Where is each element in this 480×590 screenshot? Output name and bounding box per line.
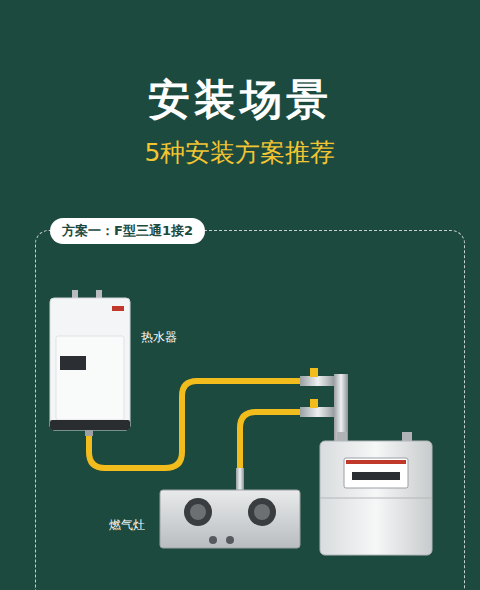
- diagram-title: 安装场景: [0, 72, 480, 128]
- scheme-tab: 方案一：F型三通1接2: [50, 218, 205, 244]
- water-heater: 热水器: [51, 299, 131, 431]
- subtitle: 5种安装方案推荐: [0, 136, 480, 169]
- device-label: 燃气灶: [109, 517, 145, 534]
- scheme-panel: 方案一：F型三通1接2热水器燃气灶: [35, 230, 465, 590]
- gas-stove: 燃气灶: [161, 491, 301, 549]
- device-label: 热水器: [141, 329, 177, 346]
